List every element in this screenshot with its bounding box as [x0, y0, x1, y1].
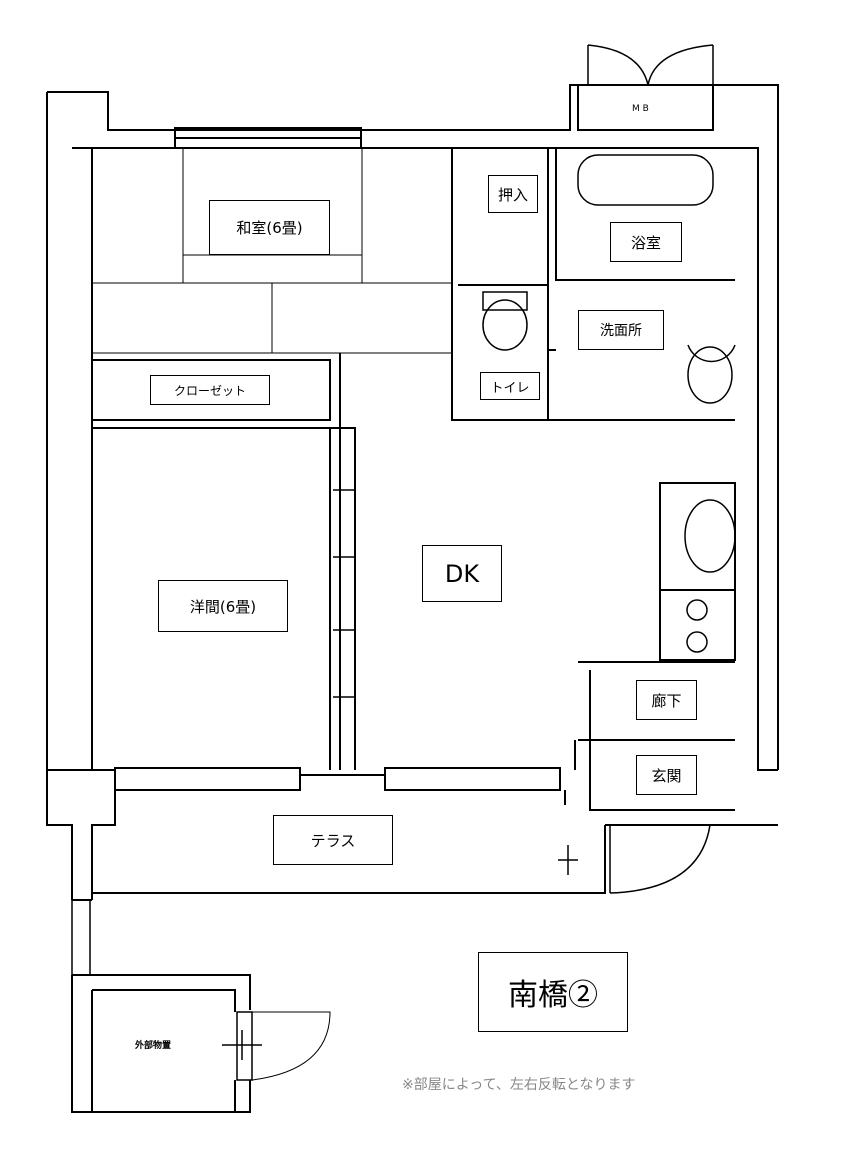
room-label-mb: M B	[632, 104, 649, 114]
building-title: 南橋②	[478, 952, 628, 1032]
room-label-washroom: 洗面所	[578, 310, 664, 350]
room-label-washitsu: 和室(6畳)	[209, 200, 330, 255]
room-label-hallway: 廊下	[636, 680, 697, 720]
room-label-outer-storage: 外部物置	[135, 1041, 172, 1051]
room-label-closet: クローゼット	[150, 375, 270, 405]
room-label-entrance: 玄関	[636, 755, 697, 795]
room-label-toilet: トイレ	[480, 372, 540, 400]
room-label-terrace: テラス	[273, 815, 393, 865]
note-text: ※部屋によって、左右反転となります	[402, 1077, 636, 1093]
room-label-dk: DK	[422, 545, 502, 602]
room-label-bathroom: 浴室	[610, 222, 682, 262]
room-label-oshiire: 押入	[488, 175, 538, 213]
room-label-yoma: 洋間(6畳)	[158, 580, 288, 632]
